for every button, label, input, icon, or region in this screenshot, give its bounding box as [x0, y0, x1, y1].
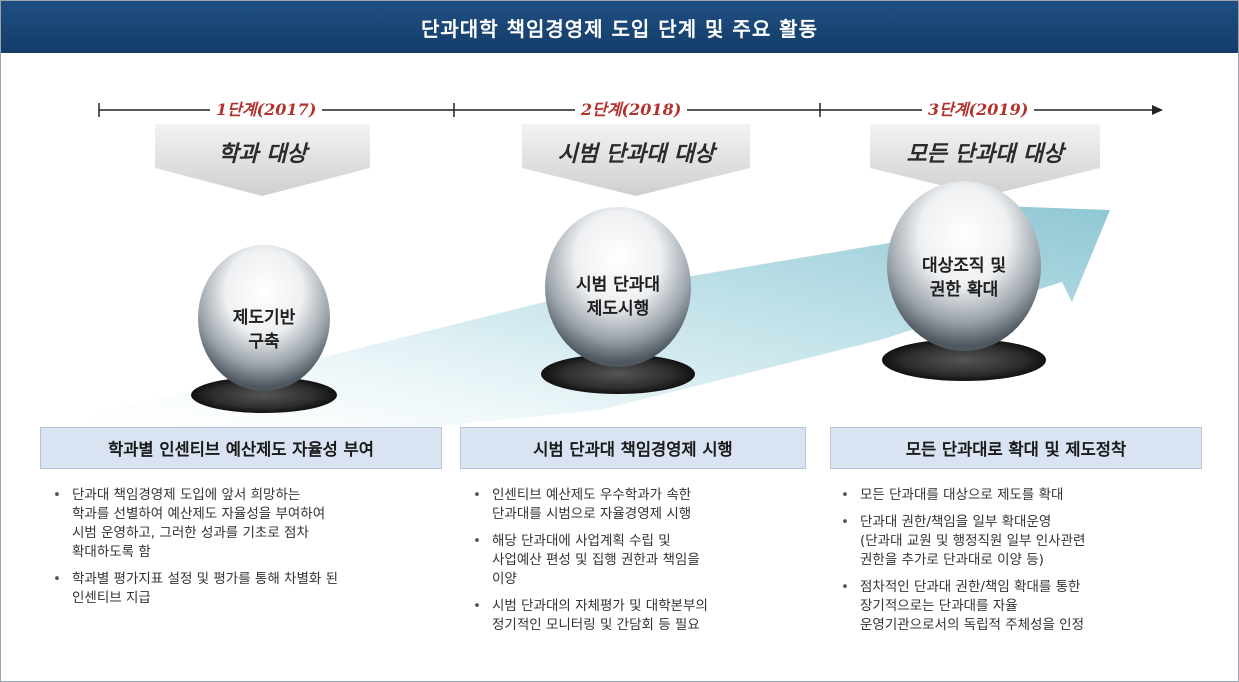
stage-2-sphere-text: 시범 단과대 제도시행	[548, 273, 688, 321]
page-title: 단과대학 책임경영제 도입 단계 및 주요 활동	[1, 1, 1238, 53]
list-item: 단과대 책임경영제 도입에 앞서 희망하는 학과를 선별하여 예산제도 자율성을…	[50, 486, 450, 562]
list-item: 모든 단과대를 대상으로 제도를 확대	[838, 486, 1198, 505]
sphere-icon	[545, 207, 691, 367]
list-item: 점차적인 단과대 권한/책임 확대를 통한 장기적으로는 단과대를 자율 운영기…	[838, 578, 1198, 635]
stage-2-bullets: 인센티브 예산제도 우수학과가 속한 단과대를 시범으로 자율경영제 시행 해당…	[470, 486, 810, 643]
list-item: 해당 단과대에 사업계획 수립 및 사업예산 편성 및 집행 권한과 책임을 이…	[470, 532, 810, 589]
stage-1-sphere-text: 제도기반 구축	[204, 306, 324, 354]
stage-3-sphere-text: 대상조직 및 권한 확대	[894, 254, 1034, 302]
sphere-shadow	[541, 354, 695, 394]
stage-3-activity: 모든 단과대로 확대 및 제도정착	[830, 427, 1202, 469]
down-arrow-icon	[870, 124, 1100, 196]
sphere-line-2: 권한 확대	[929, 280, 999, 300]
down-arrow-icon	[522, 124, 750, 196]
sphere-icon	[198, 245, 330, 391]
stage-1-target: 학과 대상	[218, 142, 307, 167]
sphere-line-1: 대상조직 및	[921, 256, 1007, 276]
stage-3-target: 모든 단과대 대상	[906, 142, 1064, 167]
list-item: 시범 단과대의 자체평가 및 대학본부의 정기적인 모니터링 및 간담회 등 필…	[470, 597, 810, 635]
stage-3-bullets: 모든 단과대를 대상으로 제도를 확대 단과대 권한/책임을 일부 확대운영 (…	[838, 486, 1198, 643]
sphere-shadow	[191, 377, 337, 413]
sphere-line-1: 제도기반	[232, 308, 296, 328]
down-arrow-icon	[155, 124, 370, 196]
stage-1-label: 1단계(2017)	[210, 98, 323, 122]
stage-1-bullets: 단과대 책임경영제 도입에 앞서 희망하는 학과를 선별하여 예산제도 자율성을…	[50, 486, 450, 616]
list-item: 인센티브 예산제도 우수학과가 속한 단과대를 시범으로 자율경영제 시행	[470, 486, 810, 524]
stage-1-activity: 학과별 인센티브 예산제도 자율성 부여	[40, 427, 442, 469]
sphere-line-1: 시범 단과대	[575, 275, 661, 295]
sphere-line-2: 구축	[248, 332, 280, 352]
stage-2-label: 2단계(2018)	[575, 98, 688, 122]
stage-3-label: 3단계(2019)	[922, 98, 1035, 122]
stage-2-target: 시범 단과대 대상	[557, 142, 715, 167]
list-item: 단과대 권한/책임을 일부 확대운영 (단과대 교원 및 행정직원 일부 인사관…	[838, 513, 1198, 570]
sphere-shadow	[882, 339, 1046, 381]
stage-2-activity: 시범 단과대 책임경영제 시행	[460, 427, 806, 469]
sphere-line-2: 제도시행	[586, 299, 650, 319]
sphere-icon	[887, 181, 1041, 351]
list-item: 학과별 평가지표 설정 및 평가를 통해 차별화 된 인센티브 지급	[50, 570, 450, 608]
